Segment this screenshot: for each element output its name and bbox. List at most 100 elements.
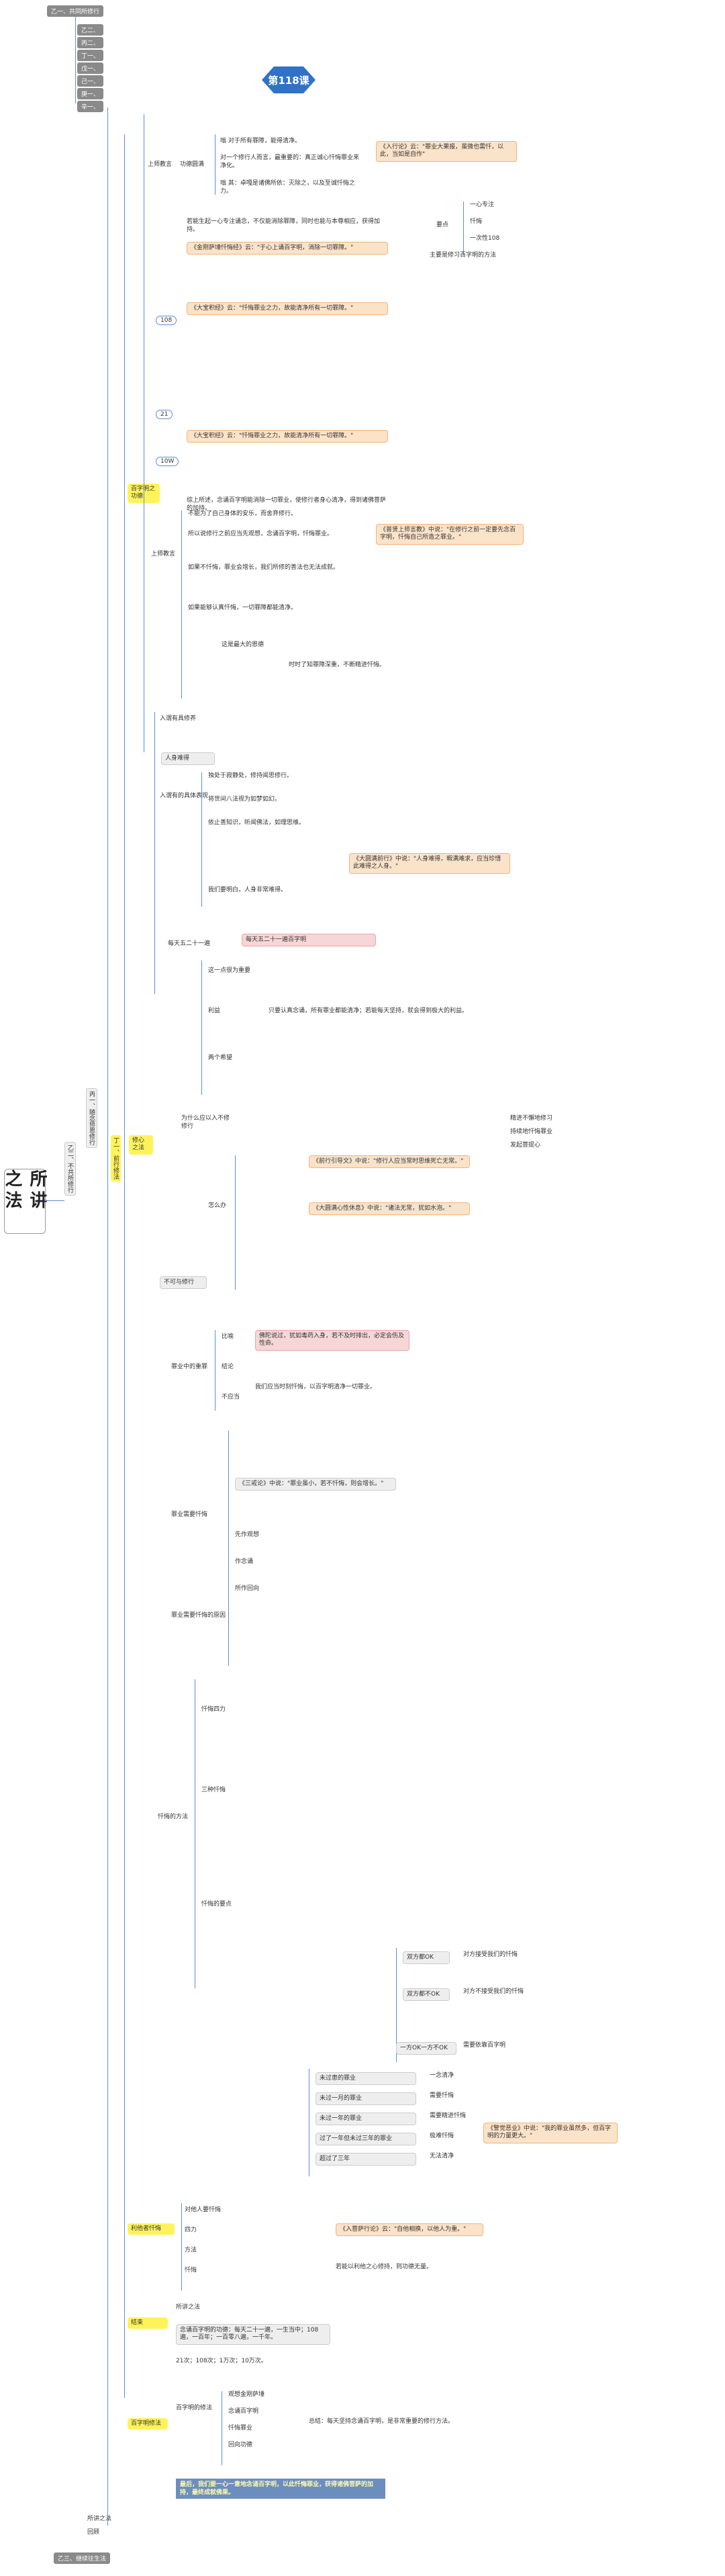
section1-quote1: 《入行论》云："罪业大果报，虽微也需忏，以此，当如是自作"	[376, 141, 517, 162]
section1-heading: 功德圆满	[180, 161, 205, 168]
row-0-text: 对方接受我们的忏悔	[463, 1951, 518, 1958]
section7-item-0: 先作观想	[235, 1531, 260, 1538]
section9-item-1: 方法	[185, 2247, 197, 2254]
section4-item-0: 这一点很为重要	[208, 967, 251, 974]
section5-quote2: 《大圆满心性休息》中说："诸法无常，犹如水泡。"	[309, 1202, 470, 1216]
checklist-result-2: 需要精进忏悔	[430, 2113, 467, 2119]
section9-tag2: 对他人要忏悔	[185, 2207, 222, 2213]
checklist-4[interactable]: 超过了三年	[316, 2153, 416, 2166]
section4-item-2: 两个希望	[208, 1055, 233, 1061]
section7-quote: 《三戒论》中说："罪业虽小，若不忏悔，则会增长。"	[235, 1478, 396, 1491]
nav-item-2[interactable]: 丁一、	[77, 50, 104, 61]
section11-heading: 百字明的修法	[176, 2405, 213, 2411]
section5-tag[interactable]: 不可与修行	[160, 1276, 207, 1290]
section5-heading: 为什么应以入不修修行	[181, 1115, 230, 1130]
section11-summary: 总结：每天坚持念诵百字明，是非常重要的修行方法。	[309, 2418, 454, 2425]
section1-tag2: 上师教言	[148, 161, 173, 168]
section4-quote: 每天五二十一遍百字明	[242, 934, 376, 947]
footer-note: 最后，我们要一心一意地念诵百字明，以此忏悔罪业，获得诸佛菩萨的加持，最终成就佛果…	[176, 2479, 385, 2499]
section7-sub: 罪业需要忏悔的原因	[171, 1612, 226, 1619]
num-21[interactable]: 21	[156, 410, 173, 419]
section6-summary: 我们应当时刻忏悔，以百字明清净一切罪业。	[255, 1384, 377, 1390]
section3-quote: 《大圆满前行》中说："人身难得，暇满难求，应当珍惜此难得之人身。"	[349, 853, 510, 874]
nav-item-4[interactable]: 己一、	[77, 75, 104, 87]
section10-heading: 所讲之法	[176, 2304, 201, 2311]
row-2-label[interactable]: 一方OK一方不OK	[396, 2042, 456, 2055]
section2-check: 时时了知罪障深重，不断精进忏悔。	[289, 662, 386, 668]
section8-sub-0: 忏悔四力	[201, 1706, 226, 1713]
branch-a-tag[interactable]: 乙二、不共所修行	[64, 1142, 76, 1196]
next-section-tag[interactable]: 乙三、继续往生法	[54, 2552, 111, 2564]
section11-tag[interactable]: 百字明修法	[128, 2418, 168, 2430]
section3-bullet-0: 独处于寂静处，修持闻思修行。	[208, 772, 293, 779]
row-0-label[interactable]: 双方都OK	[403, 1951, 450, 1965]
section6-item-2: 不应当	[222, 1394, 240, 1401]
section2-hint: 如果能够认真忏悔，一切罪障都能清净。	[188, 605, 297, 611]
section5-item-0: 精进不懈地修习	[510, 1115, 553, 1122]
section3-bullet-2: 依止善知识，听闻佛法，如理思维。	[208, 819, 305, 826]
nav-item-6[interactable]: 辛一、	[77, 101, 104, 112]
side-heading: 要点	[436, 222, 449, 228]
nav-item-3[interactable]: 戊一、	[77, 62, 104, 74]
section8-sub-1: 三种忏悔	[201, 1787, 226, 1793]
checklist-2[interactable]: 未过一年的罪业	[316, 2113, 416, 2126]
section9-quote: 《入菩萨行论》云："自他相换，以他人为重。"	[336, 2223, 483, 2237]
section8-heading: 忏悔的方法	[158, 1814, 189, 1820]
section10-nums: 21次；108次；1万次；10万次。	[176, 2358, 267, 2364]
row-1-label[interactable]: 双方都不OK	[403, 1988, 450, 2002]
section3-sub1: 入谓有的具体表现	[160, 793, 209, 799]
checklist-1[interactable]: 未过一月的罪业	[316, 2092, 416, 2106]
section10-tag[interactable]: 结束	[128, 2317, 168, 2329]
prev-section-tag[interactable]: 乙一、共同所修行	[47, 5, 104, 17]
branch-c-tag[interactable]: 丁一、前行修法	[111, 1135, 121, 1182]
nav-item-5[interactable]: 庚一、	[77, 88, 104, 99]
row-1-text: 对方不接受我们的忏悔	[463, 1988, 524, 1995]
nav-item-0[interactable]: 乙二、	[77, 24, 104, 36]
section3-note: 我们要明白，人身非常难得。	[208, 887, 287, 893]
section1-quote-sutra-b: 《大宝积经》云："忏悔罪业之力，故能清净所有一切罪障。"	[187, 430, 388, 443]
row-2-text: 需要依靠百字明	[463, 2042, 506, 2049]
num-108[interactable]: 108	[156, 316, 177, 325]
section11-item-3: 回向功德	[228, 2442, 253, 2448]
root-title: 所讲之法	[2, 1169, 47, 1234]
section9-tag[interactable]: 利他者忏悔	[128, 2223, 175, 2235]
side-item-1: 忏悔	[470, 218, 483, 225]
section2-item-1: 所以说修行之前应当先观想，念诵百字明，忏悔罪业。	[188, 531, 334, 537]
section2-item-2: 如果不忏悔，罪业会增长，我们所修的善法也无法成就。	[188, 564, 340, 571]
section6-heading: 罪业中的重罪	[171, 1364, 208, 1370]
section3-heading: 入谓有具修养	[160, 715, 197, 722]
footer-end-0[interactable]: 所讲之法	[87, 2516, 112, 2522]
footer-end-1[interactable]: 回顾	[87, 2529, 100, 2536]
section1-bullet-0: 嗡 对于所有罪障，能得清净。	[220, 138, 301, 144]
section9-item-2: 忏悔	[185, 2267, 197, 2274]
checklist-0[interactable]: 未过患的罪业	[316, 2072, 416, 2086]
section4-item-1: 利益	[208, 1008, 221, 1014]
section11-item-1: 念诵百字明	[228, 2408, 259, 2415]
section2-cond-label: 这是最大的恩德	[222, 641, 264, 648]
section7-item-1: 作念诵	[235, 1558, 254, 1565]
checklist-result-4: 无法清净	[430, 2153, 454, 2160]
checklist-result-3: 极难忏悔	[430, 2133, 454, 2139]
section5-quote1: 《前行引导文》中说："修行人应当常时思维死亡无常。"	[309, 1155, 470, 1169]
section4-desc: 只要认真念诵，所有罪业都能清净；若能每天坚持，就会得到极大的利益。	[269, 1008, 469, 1014]
branch-b-tag[interactable]: 丙一、随念师恩修行	[86, 1088, 97, 1148]
section1-quote-sutra: 《大宝积经》云："忏悔罪业之力，故能清净所有一切罪障。"	[187, 302, 388, 316]
section5-item-2: 发起菩提心	[510, 1142, 541, 1149]
section5-item-1: 持续地忏悔罪业	[510, 1128, 553, 1135]
checklist-result-0: 一念清净	[430, 2072, 454, 2079]
nav-item-1[interactable]: 丙二、	[77, 37, 104, 48]
section9-item-0: 四力	[185, 2227, 197, 2233]
side-item-0: 一心专注	[470, 202, 495, 208]
section1-quote-heart: 《金刚萨埵忏悔经》云："于心上诵百字明，消除一切罪障。"	[187, 242, 388, 255]
section3-tag[interactable]: 人身难得	[161, 752, 215, 766]
section2-item-0: 不能为了自己身体的安乐，而舍弃修行。	[188, 510, 297, 517]
lesson-badge-label: 第118课	[268, 74, 309, 87]
section3-bullet-1: 将世间八法视为如梦如幻。	[208, 796, 281, 803]
section6-item-0: 比喻	[222, 1333, 234, 1340]
section1-note-desc: 若能生起一心专注诵念，不仅能消除罪障，同时也能与本尊相应，获得加持。	[187, 218, 381, 233]
num-10w[interactable]: 10W	[156, 457, 179, 466]
section1-summary: 综上所述，念诵百字明能消除一切罪业，使修行者身心清净，得到诸佛菩萨的加持。	[187, 497, 387, 512]
section7-heading: 罪业需要忏悔	[171, 1511, 208, 1518]
section4-tag[interactable]: 修心之法	[129, 1135, 153, 1155]
checklist-3[interactable]: 过了一年但未过三年的罪业	[316, 2133, 416, 2146]
